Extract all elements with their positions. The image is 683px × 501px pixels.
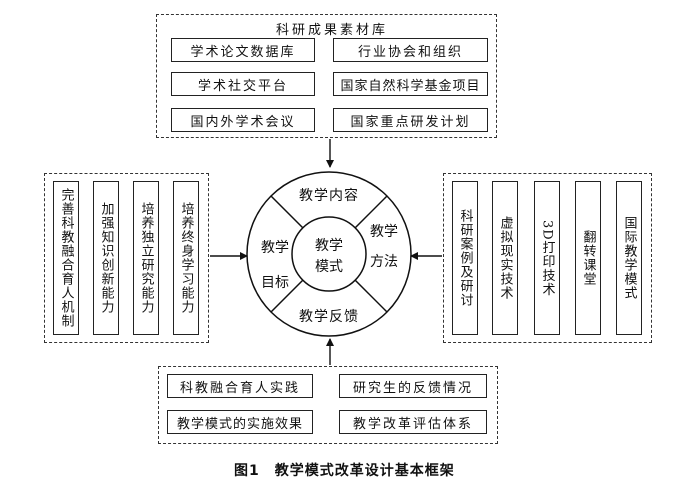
teaching-goals-panel (44, 173, 209, 343)
wheel-left-label-1: 教学 (261, 240, 289, 256)
material-conferences: 国内外学术会议 (171, 108, 315, 132)
material-academic-papers: 学术论文数据库 (171, 38, 315, 62)
wheel-left-label-2: 目标 (261, 275, 289, 291)
wheel-divider-tl (270, 195, 304, 229)
wheel-top-label: 教学内容 (299, 187, 359, 204)
method-item-2: 虚拟现实技术 (492, 181, 518, 335)
goal-item-4: 培养终身学习能力 (173, 181, 199, 335)
wheel-bottom-label: 教学反馈 (299, 309, 359, 325)
goal-item-2: 加强知识创新能力 (93, 181, 119, 335)
research-materials-title: 科研成果素材库 (276, 23, 389, 38)
wheel-right-label-1: 教学 (370, 224, 398, 240)
method-item-4: 翻转课堂 (575, 181, 601, 335)
feedback-item-1: 科教融合育人实践 (167, 374, 313, 398)
material-academic-social: 学术社交平台 (171, 72, 315, 96)
wheel-inner-circle (291, 216, 367, 292)
method-item-3: 3D打印技术 (534, 181, 560, 335)
wheel-divider-br (354, 279, 388, 313)
feedback-panel (158, 366, 498, 444)
wheel-divider-tr (354, 195, 388, 229)
wheel-right-label-2: 方法 (370, 254, 398, 270)
wheel-center-label-1: 教学 (315, 238, 343, 254)
method-item-1: 科研案例及研讨 (452, 181, 478, 335)
wheel-divider-bl (270, 279, 304, 313)
wheel-center-label-2: 模式 (315, 259, 343, 275)
method-item-5: 国际教学模式 (616, 181, 642, 335)
feedback-item-3: 教学模式的实施效果 (167, 410, 313, 434)
goal-item-1: 完善科教融合育人机制 (53, 181, 79, 335)
material-national-rd: 国家重点研发计划 (333, 108, 488, 132)
material-industry-associations: 行业协会和组织 (333, 38, 488, 62)
feedback-item-4: 教学改革评估体系 (339, 410, 487, 434)
research-materials-panel (156, 14, 497, 138)
feedback-item-2: 研究生的反馈情况 (339, 374, 487, 398)
figure-caption: 图1 教学模式改革设计基本框架 (234, 463, 455, 479)
teaching-methods-panel (443, 173, 652, 343)
material-nsfc-projects: 国家自然科学基金项目 (333, 72, 488, 96)
goal-item-3: 培养独立研究能力 (133, 181, 159, 335)
